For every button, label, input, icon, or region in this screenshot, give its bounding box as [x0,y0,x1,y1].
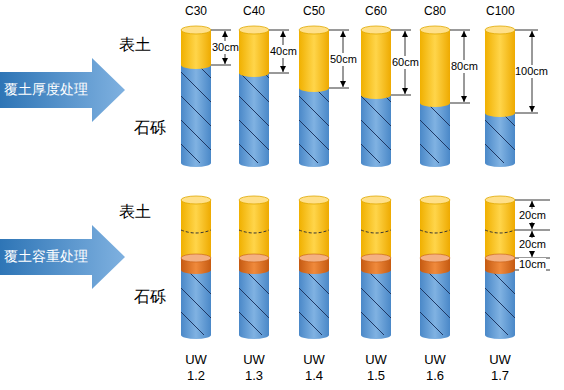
bulk-density-label: UW 1.6 [420,352,450,384]
bulk-density-label: UW 1.3 [239,352,269,384]
bulk-density-label: UW 1.7 [485,352,515,384]
column-header: C50 [303,5,325,19]
dimension-label: 100cm [515,65,548,78]
block-arrow: 覆土容重处理 [0,225,125,289]
bulk-density-label: UW 1.2 [181,352,211,384]
bulk-density-label: UW 1.4 [299,352,329,384]
arrow-label: 覆土容重处理 [0,225,92,289]
dimension-label: 60cm [392,56,419,69]
block-arrow: 覆土厚度处理 [0,58,125,122]
column-header: C100 [486,5,515,19]
arrow-label: 覆土厚度处理 [0,58,92,122]
dimension-label: 80cm [451,60,478,73]
dimension-label: 30cm [212,41,239,54]
dimension-label: 50cm [330,53,357,66]
layer-name: 表土 [119,203,151,221]
layer-name: 石砾 [134,119,166,137]
column-header: C80 [424,5,446,19]
dimension-label: 20cm [519,209,546,222]
column-header: C60 [365,5,387,19]
column-header: C30 [185,5,207,19]
column-header: C40 [243,5,265,19]
dimension-label: 20cm [519,238,546,251]
dimension-label: 10cm [519,258,546,271]
dimension-label: 40cm [270,45,297,58]
layer-name: 石砾 [134,288,166,306]
bulk-density-label: UW 1.5 [361,352,391,384]
layer-name: 表土 [119,36,151,54]
